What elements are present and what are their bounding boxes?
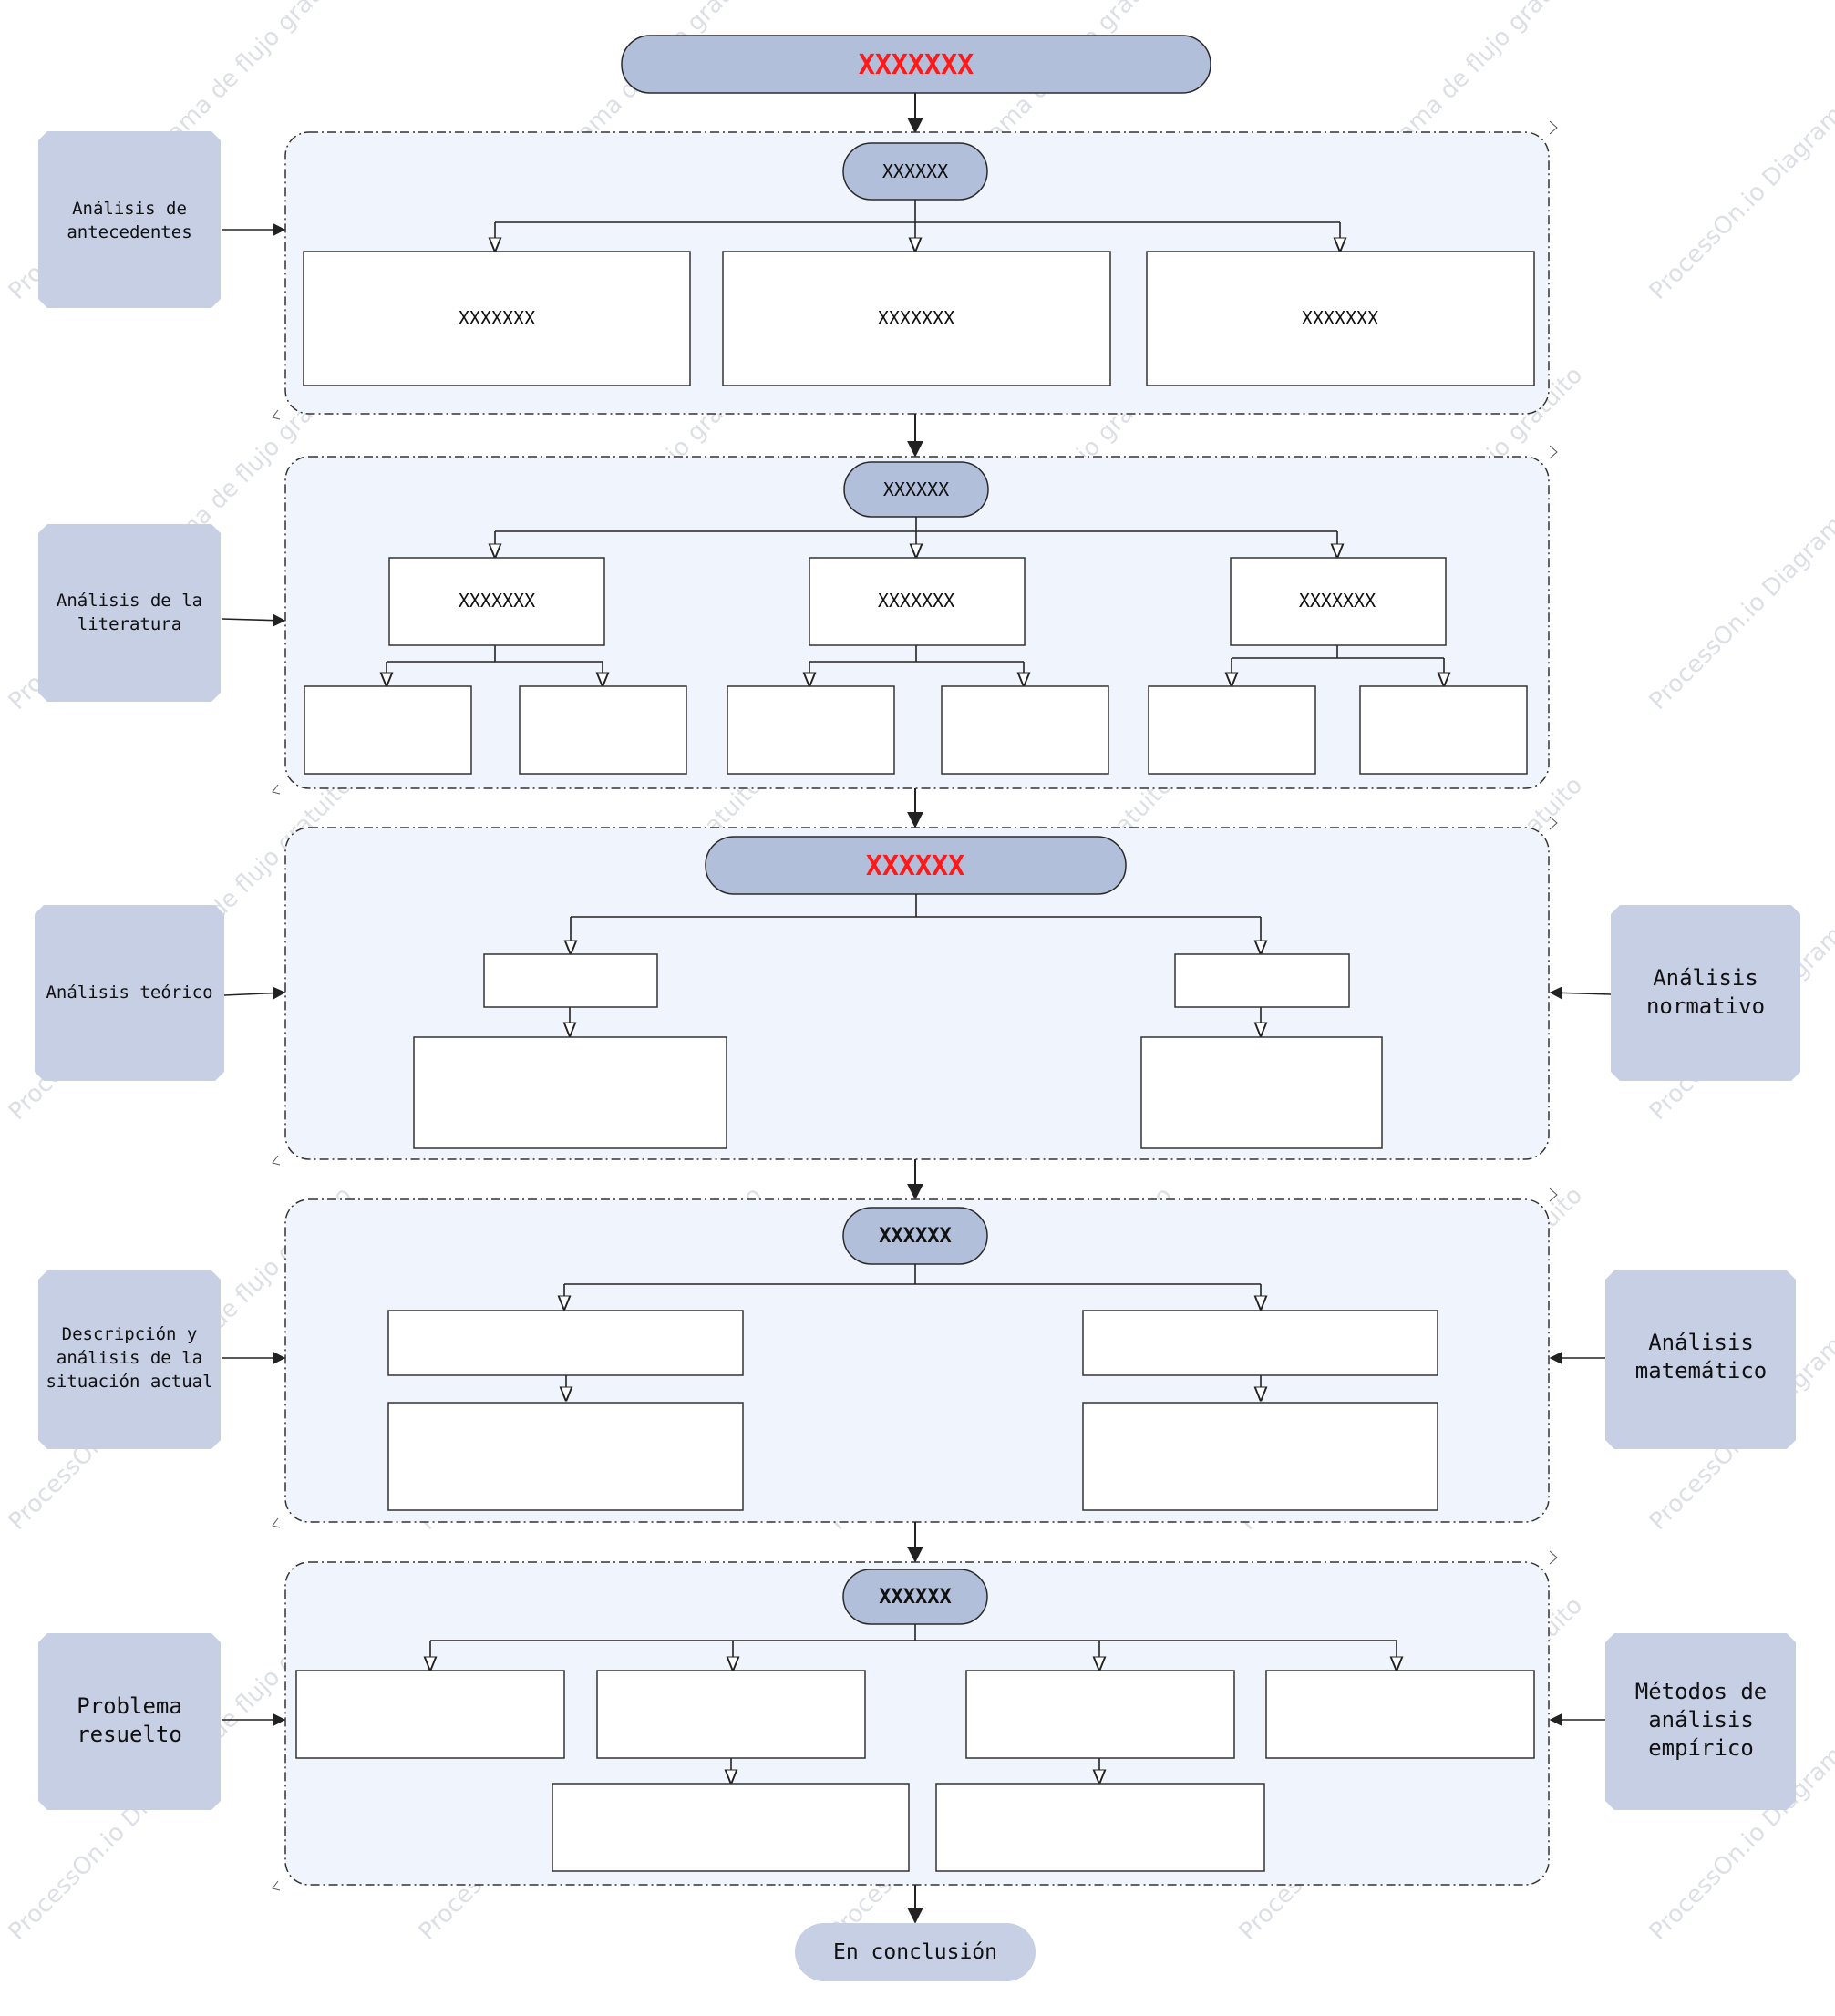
- title-node[interactable]: XXXXXXX: [621, 35, 1211, 94]
- section-3-subbox[interactable]: [413, 1036, 727, 1149]
- right-label-line: matemático: [1635, 1358, 1768, 1383]
- left-label-teorico[interactable]: Análisis teórico: [35, 905, 224, 1081]
- section-2-subbox[interactable]: [941, 685, 1109, 775]
- section-2-subbox[interactable]: [1359, 685, 1528, 775]
- left-label-line: Problema: [77, 1693, 182, 1719]
- section-3-connectors: [570, 894, 1261, 1035]
- section-5-header[interactable]: XXXXXX: [842, 1569, 988, 1625]
- section-2-box[interactable]: XXXXXXX: [1230, 557, 1447, 646]
- left-label-line: Análisis de: [72, 199, 187, 219]
- section-2-box-text: XXXXXXX: [1299, 590, 1376, 612]
- left-label-situacion-actual[interactable]: Descripción y análisis de la situación a…: [38, 1270, 221, 1449]
- section-2-subbox[interactable]: [1148, 685, 1316, 775]
- conclusion-text: En conclusión: [833, 1940, 997, 1964]
- section-2-box[interactable]: XXXXXXX: [388, 557, 605, 646]
- right-label-matematico[interactable]: Análisis matemático: [1605, 1270, 1796, 1449]
- left-label-line: situación actual: [46, 1372, 212, 1392]
- section-5-box[interactable]: [1265, 1670, 1535, 1759]
- section-4-box[interactable]: [387, 1310, 744, 1376]
- section-5-box[interactable]: [295, 1670, 565, 1759]
- section-1-header-text: XXXXXX: [882, 160, 948, 182]
- section-2-box[interactable]: XXXXXXX: [809, 557, 1026, 646]
- section-2-subbox[interactable]: [727, 685, 895, 775]
- section-3-box[interactable]: [1174, 953, 1350, 1008]
- section-1-header[interactable]: XXXXXX: [842, 142, 988, 201]
- left-label-line: Análisis teórico: [46, 982, 212, 1003]
- left-label-line: literatura: [77, 614, 181, 634]
- section-2-connectors: [387, 517, 1444, 685]
- section-3-header-text: XXXXXX: [866, 850, 964, 882]
- conclusion-node[interactable]: En conclusión: [795, 1923, 1036, 1981]
- section-4-subbox[interactable]: [1082, 1402, 1438, 1511]
- section-4-header-text: XXXXXX: [879, 1225, 951, 1248]
- section-5-header-text: XXXXXX: [879, 1586, 951, 1609]
- section-3-box[interactable]: [483, 953, 658, 1008]
- right-label-metodos-empirico[interactable]: Métodos de análisis empírico: [1605, 1633, 1796, 1810]
- section-2-header-text: XXXXXX: [883, 478, 949, 500]
- title-text: XXXXXXX: [859, 49, 974, 81]
- watermark-text: ProcessOn.io Diagrama de flujo gratuito: [1644, 362, 1835, 715]
- section-1-box-text: XXXXXXX: [878, 307, 954, 329]
- right-label-line: empírico: [1648, 1735, 1754, 1761]
- connector-arrow: [221, 613, 286, 627]
- left-label-line: antecedentes: [67, 222, 191, 242]
- left-label-line: análisis de la: [57, 1348, 202, 1368]
- section-1-box[interactable]: XXXXXXX: [303, 251, 691, 386]
- section-4-box[interactable]: [1082, 1310, 1438, 1376]
- section-2-box-text: XXXXXXX: [459, 590, 535, 612]
- section-2-subbox[interactable]: [519, 685, 687, 775]
- left-label-problema-resuelto[interactable]: Problema resuelto: [38, 1633, 221, 1810]
- section-2-subbox[interactable]: [304, 685, 472, 775]
- left-label-line: Descripción y: [62, 1324, 198, 1344]
- section-5-box[interactable]: [596, 1670, 866, 1759]
- left-label-line: Análisis de la: [57, 591, 202, 611]
- section-2-box-text: XXXXXXX: [878, 590, 954, 612]
- section-3-header[interactable]: XXXXXX: [705, 836, 1127, 895]
- right-label-line: análisis: [1648, 1707, 1754, 1733]
- section-1-box[interactable]: XXXXXXX: [1146, 251, 1535, 386]
- connector-arrow: [223, 986, 286, 1000]
- right-label-line: Métodos de: [1635, 1679, 1768, 1704]
- connector-arrow: [1549, 986, 1612, 1000]
- right-label-normativo[interactable]: Análisis normativo: [1611, 905, 1800, 1081]
- right-label-line: normativo: [1646, 993, 1765, 1019]
- section-1-box[interactable]: XXXXXXX: [722, 251, 1111, 386]
- right-label-line: Análisis: [1648, 1330, 1754, 1355]
- section-1-box-text: XXXXXXX: [459, 307, 535, 329]
- section-1-connectors: [495, 200, 1340, 251]
- section-5-box[interactable]: [965, 1670, 1235, 1759]
- section-5-subbox[interactable]: [935, 1783, 1265, 1872]
- left-label-literatura[interactable]: Análisis de la literatura: [38, 524, 221, 702]
- section-1-box-text: XXXXXXX: [1302, 307, 1378, 329]
- left-label-line: resuelto: [77, 1722, 182, 1747]
- right-label-line: Análisis: [1653, 965, 1758, 991]
- section-3-subbox[interactable]: [1140, 1036, 1383, 1149]
- section-4-subbox[interactable]: [387, 1402, 744, 1511]
- section-5-subbox[interactable]: [552, 1783, 910, 1872]
- watermark-text: ProcessOn.io Diagrama de flujo gratuito: [1644, 0, 1835, 305]
- section-5-connectors: [430, 1624, 1397, 1783]
- section-4-connectors: [564, 1264, 1261, 1400]
- section-2-header[interactable]: XXXXXX: [843, 461, 989, 518]
- section-4-header[interactable]: XXXXXX: [842, 1207, 988, 1265]
- left-label-antecedentes[interactable]: Análisis de antecedentes: [38, 131, 221, 308]
